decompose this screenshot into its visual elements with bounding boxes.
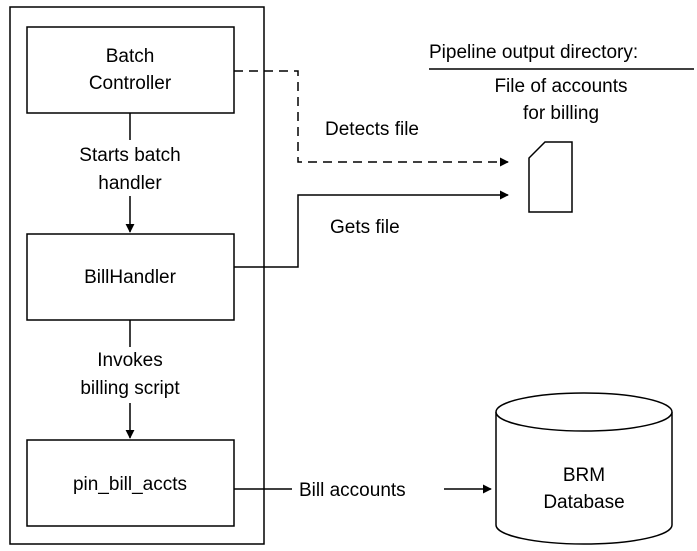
detects-file-arrow xyxy=(234,70,509,167)
invokes-billing-script-line2: billing script xyxy=(80,378,180,399)
brm-database-label-line1: BRM xyxy=(563,465,605,486)
pin-bill-accts-label: pin_bill_accts xyxy=(73,474,187,495)
bill-accounts-label: Bill accounts xyxy=(299,480,406,501)
bill-handler-label: BillHandler xyxy=(84,267,177,288)
gets-file-label: Gets file xyxy=(330,217,400,238)
file-icon xyxy=(528,141,573,213)
batch-controller-box: Batch Controller xyxy=(26,26,235,114)
batch-process-container xyxy=(9,6,265,545)
invokes-billing-script-line1: Invokes xyxy=(97,350,162,371)
pipeline-file-line1: File of accounts xyxy=(494,76,627,97)
batch-controller-label-line1: Batch xyxy=(106,46,155,67)
bill-handler-box: BillHandler xyxy=(26,233,235,321)
brm-database-label-line2: Database xyxy=(543,492,624,513)
detects-file-label: Detects file xyxy=(325,119,419,140)
pin-bill-accts-box: pin_bill_accts xyxy=(26,439,235,527)
batch-controller-label-line2: Controller xyxy=(89,73,172,94)
pipeline-heading: Pipeline output directory: xyxy=(429,42,638,63)
starts-batch-handler-line1: Starts batch xyxy=(79,145,180,166)
gets-file-arrow xyxy=(234,190,509,268)
starts-batch-handler-line2: handler xyxy=(98,173,162,194)
brm-database-cylinder: BRM Database xyxy=(495,392,673,545)
pipeline-file-line2: for billing xyxy=(523,103,599,124)
